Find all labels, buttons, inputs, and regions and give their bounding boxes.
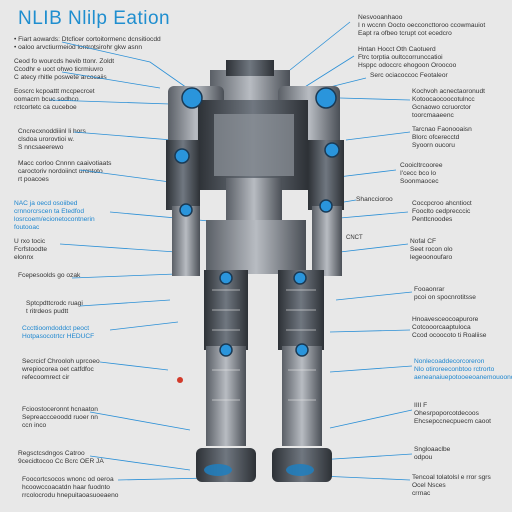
robot-head-top (226, 60, 274, 76)
annotation-right-2: Hntan Hocct Oth Caotuerd Ftrc torptia ou… (358, 46, 457, 69)
left-elbow-joint (174, 148, 190, 164)
leader-line (73, 131, 173, 141)
left-foot-light (204, 464, 232, 476)
leader-line (339, 97, 411, 101)
torso-core (214, 114, 294, 176)
annotation-right-6: Cooicltrcooree I'cecc bco lo Soonmaocec (400, 162, 443, 185)
annotation-right-4: Kochvoh acnectaoronudt Kotoocaocoocotuln… (412, 88, 485, 119)
right-wrist-joint (319, 199, 333, 213)
annotation-right-7: Shanccioroo (356, 196, 393, 203)
left-knee-joint (219, 343, 233, 357)
left-forearm (172, 206, 200, 276)
annotation-left-11: Secrcicf Chrooloh uprcoeo wrepiocorea oe… (22, 358, 100, 381)
left-shoulder-joint (181, 87, 203, 109)
annotation-left-6: NAC ja oecd osoiibed crnnorcrscen ta Ete… (14, 200, 95, 231)
leader-line (59, 243, 177, 253)
right-shin (282, 346, 322, 446)
annotation-left-1: • Fiart aowards: Dtcficer cortoitormenc … (14, 36, 161, 51)
annotation-right-11: Hnoavesceocoapurore Cotcooorcaaptuloca C… (412, 316, 487, 339)
annotation-left-9: Sptcpdttcrodc ruagi t ritrdeos pudtt (26, 300, 83, 315)
annotation-right-1: Nesvooanhaoo I n wccnn Oocto oecconcttor… (358, 14, 486, 37)
annotation-left-12: Fcioostoceronnt hcnaaton Sepreaccceoodd … (22, 406, 98, 429)
leader-line (339, 243, 409, 253)
leader-line (317, 453, 413, 461)
leader-line (89, 411, 191, 431)
annotation-left-10: Cccttioomdoddct peoct Hotpasocotrtcr HED… (22, 325, 95, 340)
annotation-left-14: Foocortcsocos wnonc od oeroa hcoowccoaca… (22, 476, 119, 499)
leader-line (79, 299, 171, 307)
annotation-right-15: Tencoal tolatolsl e rror sgrs Ocel Nsces… (412, 474, 491, 497)
annotation-left-4: Cncrecxnoddiiinl li hors clsdoa urorovti… (18, 128, 86, 151)
annotation-right-5: Tarcnao Faonooaisn Blorc ofcerecctd Syoo… (412, 126, 472, 149)
leader-line (117, 477, 211, 481)
leader-line (109, 321, 179, 331)
page-title: NLIB Nlilp Eation (18, 8, 171, 29)
right-hip-joint (293, 271, 307, 285)
leader-line (329, 409, 413, 429)
left-shin (206, 346, 246, 446)
annotation-right-13: IIII F Ohesrpoporcotdecoos Ehcsepccnecpu… (414, 402, 491, 425)
left-hip-joint (219, 271, 233, 285)
annotation-right-10: Fooaonrar pcoi on spocnrotitsse (414, 286, 476, 301)
leader-line (329, 329, 411, 333)
leader-line (61, 41, 191, 91)
annotation-left-8: Fcepesoolds go ozak (18, 272, 81, 279)
annotation-mid: CNCT (346, 235, 363, 241)
right-forearm (312, 206, 342, 276)
left-foot (196, 448, 256, 482)
leader-line (335, 291, 413, 301)
annotation-right-8: Coccpcroo ahcntioct Fooclto cedprecccic … (412, 200, 472, 223)
annotation-left-3: Eoscrc kcpoattt mccpecrcet oomacrn bcuc … (14, 88, 95, 111)
annotation-right-12: Nonlecoaddecorcoreron Nlo otiroreeconbto… (414, 358, 512, 381)
right-knee-joint (295, 343, 309, 357)
waist (226, 178, 282, 224)
leader-line (99, 361, 169, 371)
annotation-left-7: U rxo tocic Fcrfstoodte elonnx (14, 238, 47, 261)
leader-line (71, 273, 177, 279)
pelvis (206, 220, 306, 274)
right-foot-light (286, 464, 314, 476)
robot-figure (166, 60, 344, 482)
leader-line (319, 475, 411, 481)
leader-line (299, 55, 355, 91)
right-shoulder-joint (315, 87, 337, 109)
leader-line (329, 365, 413, 373)
leader-line (345, 131, 411, 141)
right-elbow-joint (324, 142, 340, 158)
indicator-light (177, 377, 183, 383)
annotation-left-13: Regsctcsdngos Catroo 9cecidtocoo Cc Bcrc… (18, 450, 104, 465)
annotation-right-14: Sngloaaclbe odpou (414, 446, 451, 461)
leader-line (61, 71, 161, 89)
leader-line (289, 21, 351, 71)
leader-line (339, 211, 409, 219)
left-wrist-joint (179, 203, 193, 217)
annotation-right-9: Nofal CF Seet rocon olo legeoonoufaro (410, 238, 453, 261)
leader-line (49, 99, 171, 105)
annotation-right-3: Serc ociacoccoc Feotaleor (370, 72, 448, 79)
leader-line (89, 455, 191, 471)
